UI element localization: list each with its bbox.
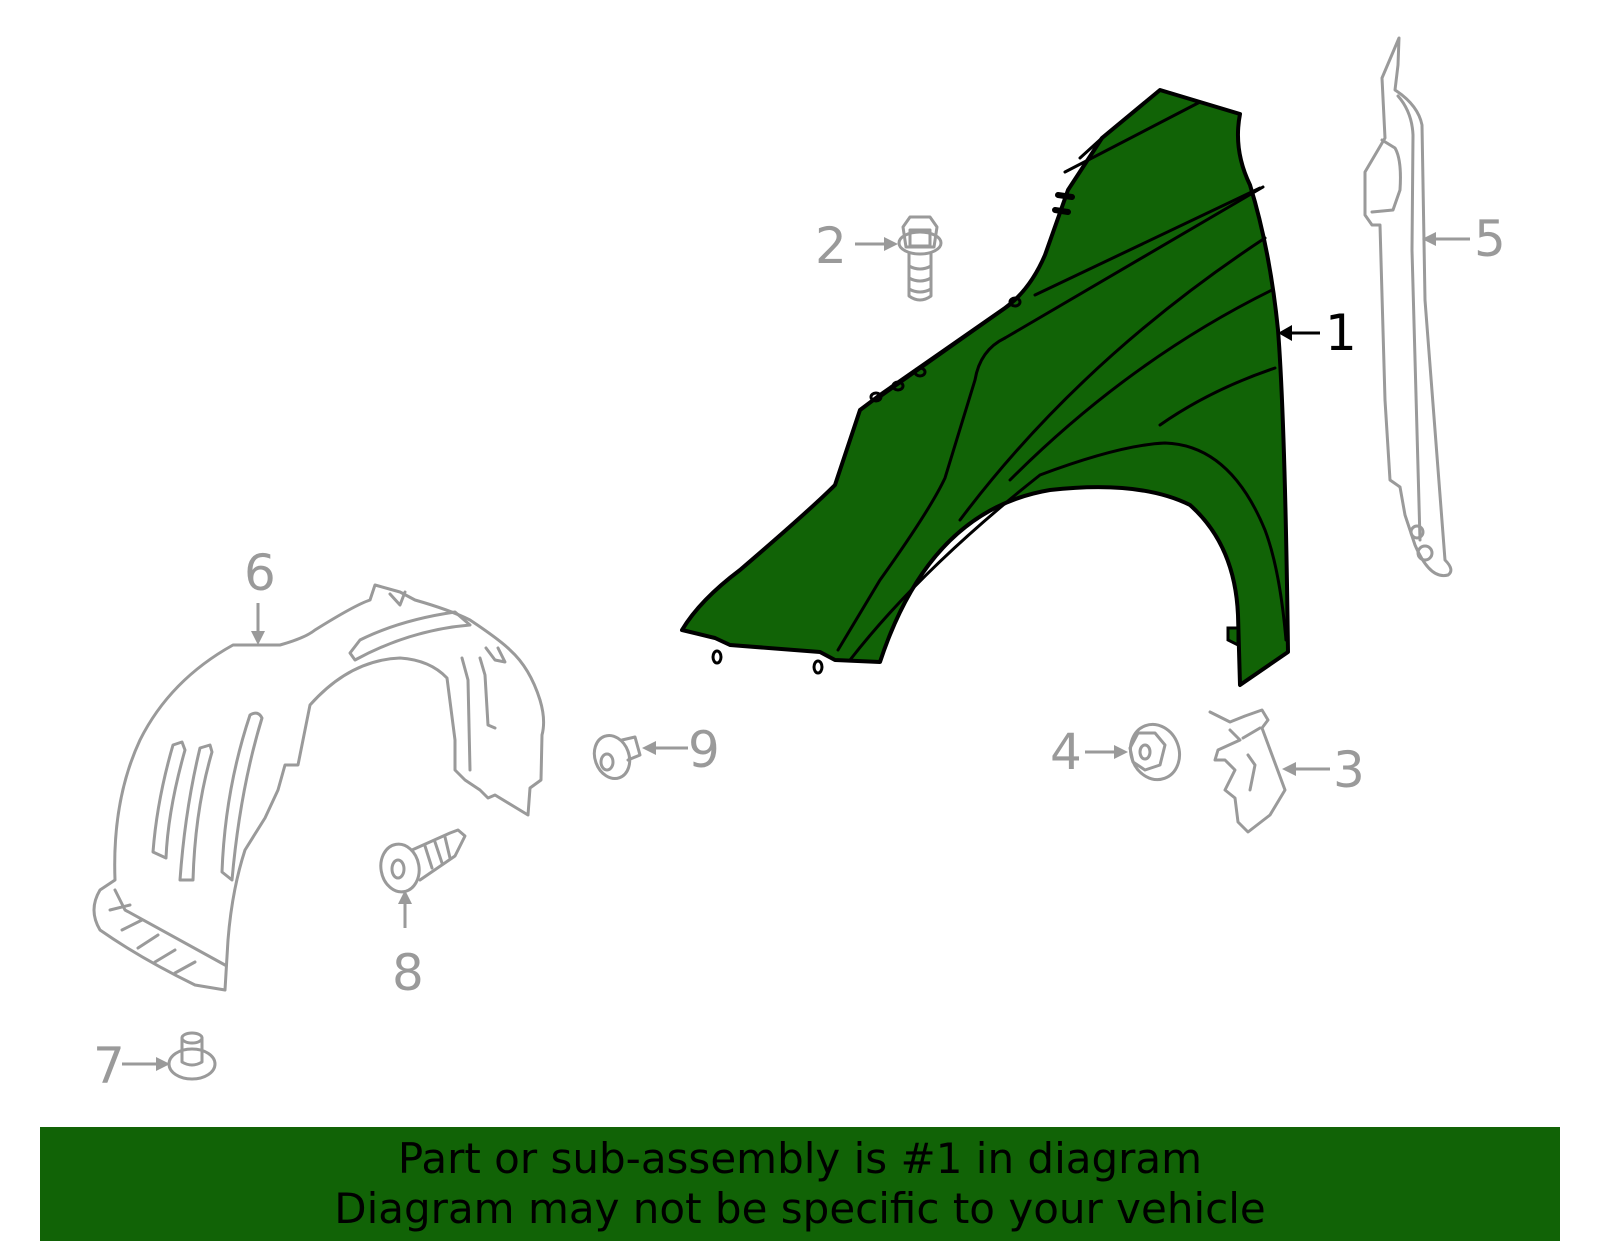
callout-number-9: 9 (688, 721, 720, 779)
fender-part-1[interactable] (680, 88, 1290, 687)
callout-number-7: 7 (93, 1037, 125, 1095)
seal-part-5[interactable] (1363, 36, 1470, 578)
callout-number-2: 2 (815, 217, 847, 275)
callout-arrow-1 (1278, 325, 1320, 341)
screw-part-8[interactable] (377, 828, 467, 928)
bracket-part-3[interactable] (1208, 708, 1330, 834)
callout-number-8: 8 (392, 944, 424, 1002)
callout-number-1: 1 (1325, 304, 1357, 362)
callout-number-6: 6 (244, 544, 276, 602)
banner-line-2: Diagram may not be specific to your vehi… (334, 1184, 1266, 1233)
info-banner: Part or sub-assembly is #1 in diagram Di… (40, 1127, 1560, 1241)
fender-liner-part-6[interactable] (92, 583, 546, 992)
retainer-part-9[interactable] (589, 731, 688, 784)
nut-part-4[interactable] (1085, 717, 1187, 786)
callout-number-4: 4 (1050, 723, 1082, 781)
callout-number-3: 3 (1333, 741, 1365, 799)
bolt-part-2[interactable] (855, 215, 943, 302)
banner-line-1: Part or sub-assembly is #1 in diagram (397, 1134, 1203, 1183)
clip-part-7[interactable] (122, 1031, 217, 1081)
callout-number-5: 5 (1474, 210, 1506, 268)
